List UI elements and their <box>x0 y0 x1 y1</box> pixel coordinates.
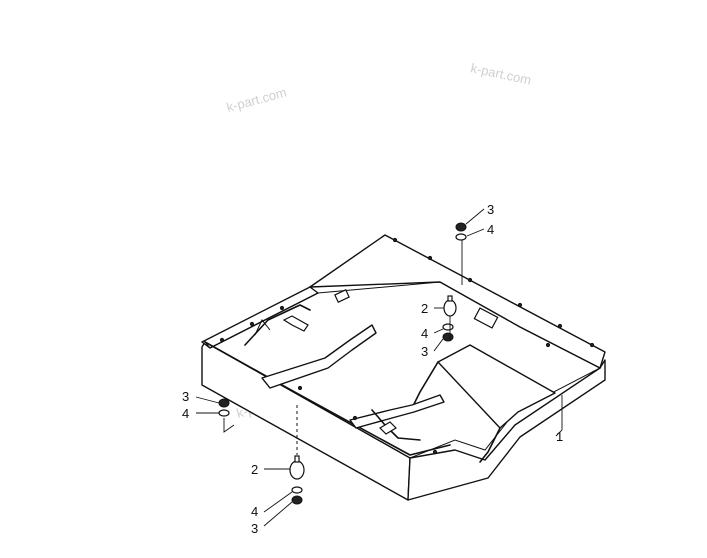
rear-platform <box>437 344 556 429</box>
callout-4-left: 4 <box>182 406 189 421</box>
left-bracket-detail <box>254 319 271 336</box>
nut-front <box>291 495 303 505</box>
right-cross-member <box>349 394 445 429</box>
callout-2-mid: 2 <box>421 301 428 316</box>
washer-lower <box>442 323 454 331</box>
front-mount-pad <box>379 421 397 435</box>
frame-left-rim <box>201 286 319 349</box>
rear-mount-stack <box>442 222 467 342</box>
washer-front <box>291 486 303 494</box>
callout-3-top: 3 <box>487 202 494 217</box>
callout-3-low: 3 <box>251 521 258 536</box>
callout-4-low: 4 <box>251 504 258 519</box>
leader-lines <box>195 208 563 527</box>
callout-2-low: 2 <box>251 462 258 477</box>
callout-3-mid: 3 <box>421 344 428 359</box>
frame-floor <box>204 281 602 459</box>
callout-4-top: 4 <box>487 222 494 237</box>
nut-top <box>455 222 467 232</box>
front-mount-stack <box>289 405 305 505</box>
washer-left <box>218 409 230 417</box>
cushion-stud-front <box>294 455 300 463</box>
callouts: 3 4 2 4 3 3 4 1 2 4 3 <box>182 202 563 536</box>
right-bracket <box>371 409 421 441</box>
platform-edge <box>479 427 501 463</box>
nut-lower <box>442 332 454 342</box>
left-mount-stack <box>218 398 235 433</box>
rim-holes <box>219 237 595 455</box>
cushion-mount-front <box>289 460 305 480</box>
watermark: k-part.com <box>469 60 532 87</box>
tie-down-hook <box>282 315 309 332</box>
left-cross-member <box>261 324 377 389</box>
callout-1-frame: 1 <box>556 429 563 444</box>
platform-ramp <box>411 361 439 409</box>
washer-top <box>455 233 467 241</box>
mount-plate <box>334 289 350 303</box>
callout-3-left: 3 <box>182 389 189 404</box>
frame-right-skirt <box>407 359 606 501</box>
cushion-mount <box>443 299 457 317</box>
rear-mount-plate <box>473 307 499 329</box>
nut-left <box>218 398 230 408</box>
callout-4-mid: 4 <box>421 326 428 341</box>
cushion-stud <box>447 295 453 302</box>
frame-assembly <box>201 234 606 501</box>
watermark: k-part.com <box>225 85 288 115</box>
